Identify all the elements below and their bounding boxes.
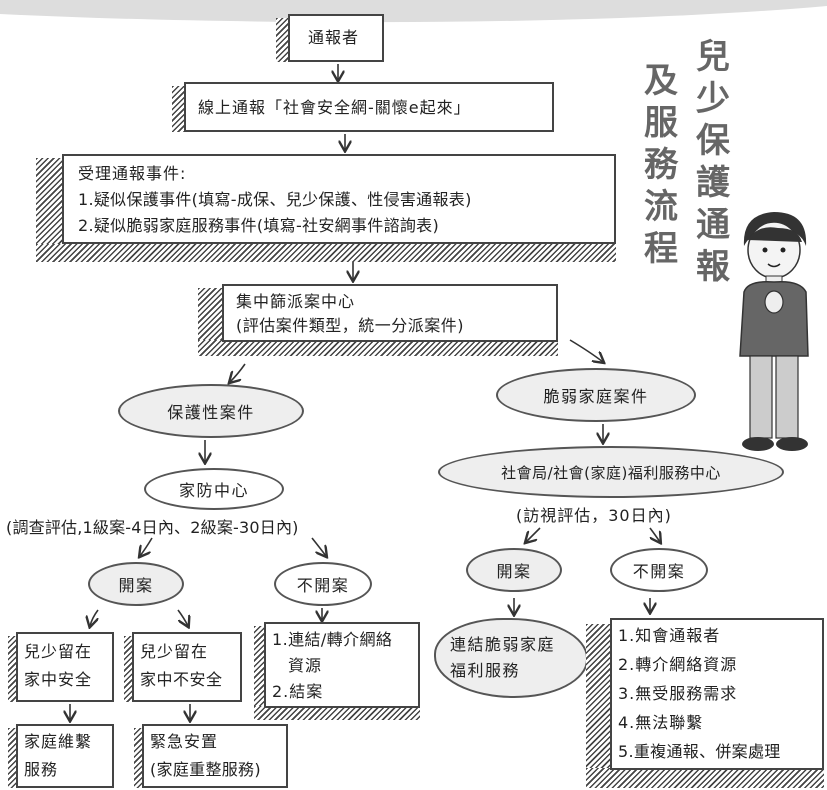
intake-item-2: 2.疑似脆弱家庭服務事件(填寫-社安網事件諮詢表) (78, 216, 440, 235)
open-case-left: 開案 (88, 562, 184, 606)
online-report-box: 線上通報「社會安全網-關懷e起來」 (184, 82, 554, 132)
investigate-note: (調查評估,1級案-4日內、2級案-30日內) (6, 518, 299, 537)
vulnerable-case-node: 脆弱家庭案件 (496, 368, 696, 422)
family-center-node: 家防中心 (144, 468, 284, 510)
unsafe-at-home-box: 兒少留在 家中不安全 (132, 632, 242, 702)
vulnerable-case-label: 脆弱家庭案件 (543, 387, 649, 406)
arrow-visit-notopen (650, 527, 660, 542)
referral-box: 1.連結/轉介網絡 資源 2.結案 (264, 622, 420, 708)
intake-shade-left (36, 158, 66, 260)
family-center-label: 家防中心 (178, 481, 249, 500)
arrow-center-protective (230, 363, 246, 382)
referral-shade-bottom (254, 706, 420, 720)
close-shade-bottom (586, 768, 824, 788)
arrow-open-safe (90, 609, 99, 626)
intake-shade-bottom (36, 244, 616, 262)
intake-box: 受理通報事件: 1.疑似保護事件(填寫-成保、兒少保護、性侵害通報表) 2.疑似… (62, 154, 616, 244)
link-services-node: 連結脆弱家庭 福利服務 (434, 618, 588, 698)
not-open-case-left: 不開案 (274, 562, 372, 606)
title-column-2: 及 服 務 流 程 (644, 61, 678, 269)
online-report-label: 線上通報「社會安全網-關懷e起來」 (198, 98, 471, 117)
child-illustration (739, 212, 809, 451)
reporter-box: 通報者 (288, 14, 384, 62)
not-open-case-right: 不開案 (610, 548, 708, 592)
center-line-1: 集中篩派案中心 (236, 292, 356, 311)
top-wave-decoration (0, 0, 827, 23)
center-shade-bottom (198, 340, 558, 356)
social-bureau-node: 社會局/社會(家庭)福利服務中心 (438, 446, 784, 498)
arrow-invest-open (140, 537, 153, 556)
open-case-right: 開案 (466, 548, 562, 592)
emergency-placement-box: 緊急安置 (家庭重整服務) (142, 724, 288, 788)
protective-case-node: 保護性案件 (118, 384, 304, 438)
arrow-invest-notopen (311, 537, 326, 556)
visit-note: (訪視評估，30日內) (516, 506, 672, 525)
reporter-label: 通報者 (308, 28, 360, 47)
not-open-reasons-box: 1.知會通報者 2.轉介網絡資源 3.無受服務需求 4.無法聯繫 5.重複通報、… (610, 618, 824, 770)
arrow-center-vulnerable (569, 339, 603, 362)
social-bureau-label: 社會局/社會(家庭)福利服務中心 (501, 463, 721, 482)
intake-item-1: 1.疑似保護事件(填寫-成保、兒少保護、性侵害通報表) (78, 190, 472, 209)
arrow-open-unsafe (177, 609, 188, 626)
safe-at-home-box: 兒少留在 家中安全 (16, 632, 114, 702)
dispatch-center-box: 集中篩派案中心 (評估案件類型，統一分派案件) (222, 284, 558, 342)
family-maintenance-box: 家庭維繫 服務 (16, 724, 114, 788)
intake-title: 受理通報事件: (78, 164, 187, 183)
arrow-visit-open (526, 527, 541, 542)
center-line-2: (評估案件類型，統一分派案件) (236, 316, 464, 335)
title-column-1: 兒 少 保 護 通 報 (696, 37, 730, 287)
protective-case-label: 保護性案件 (167, 403, 255, 422)
